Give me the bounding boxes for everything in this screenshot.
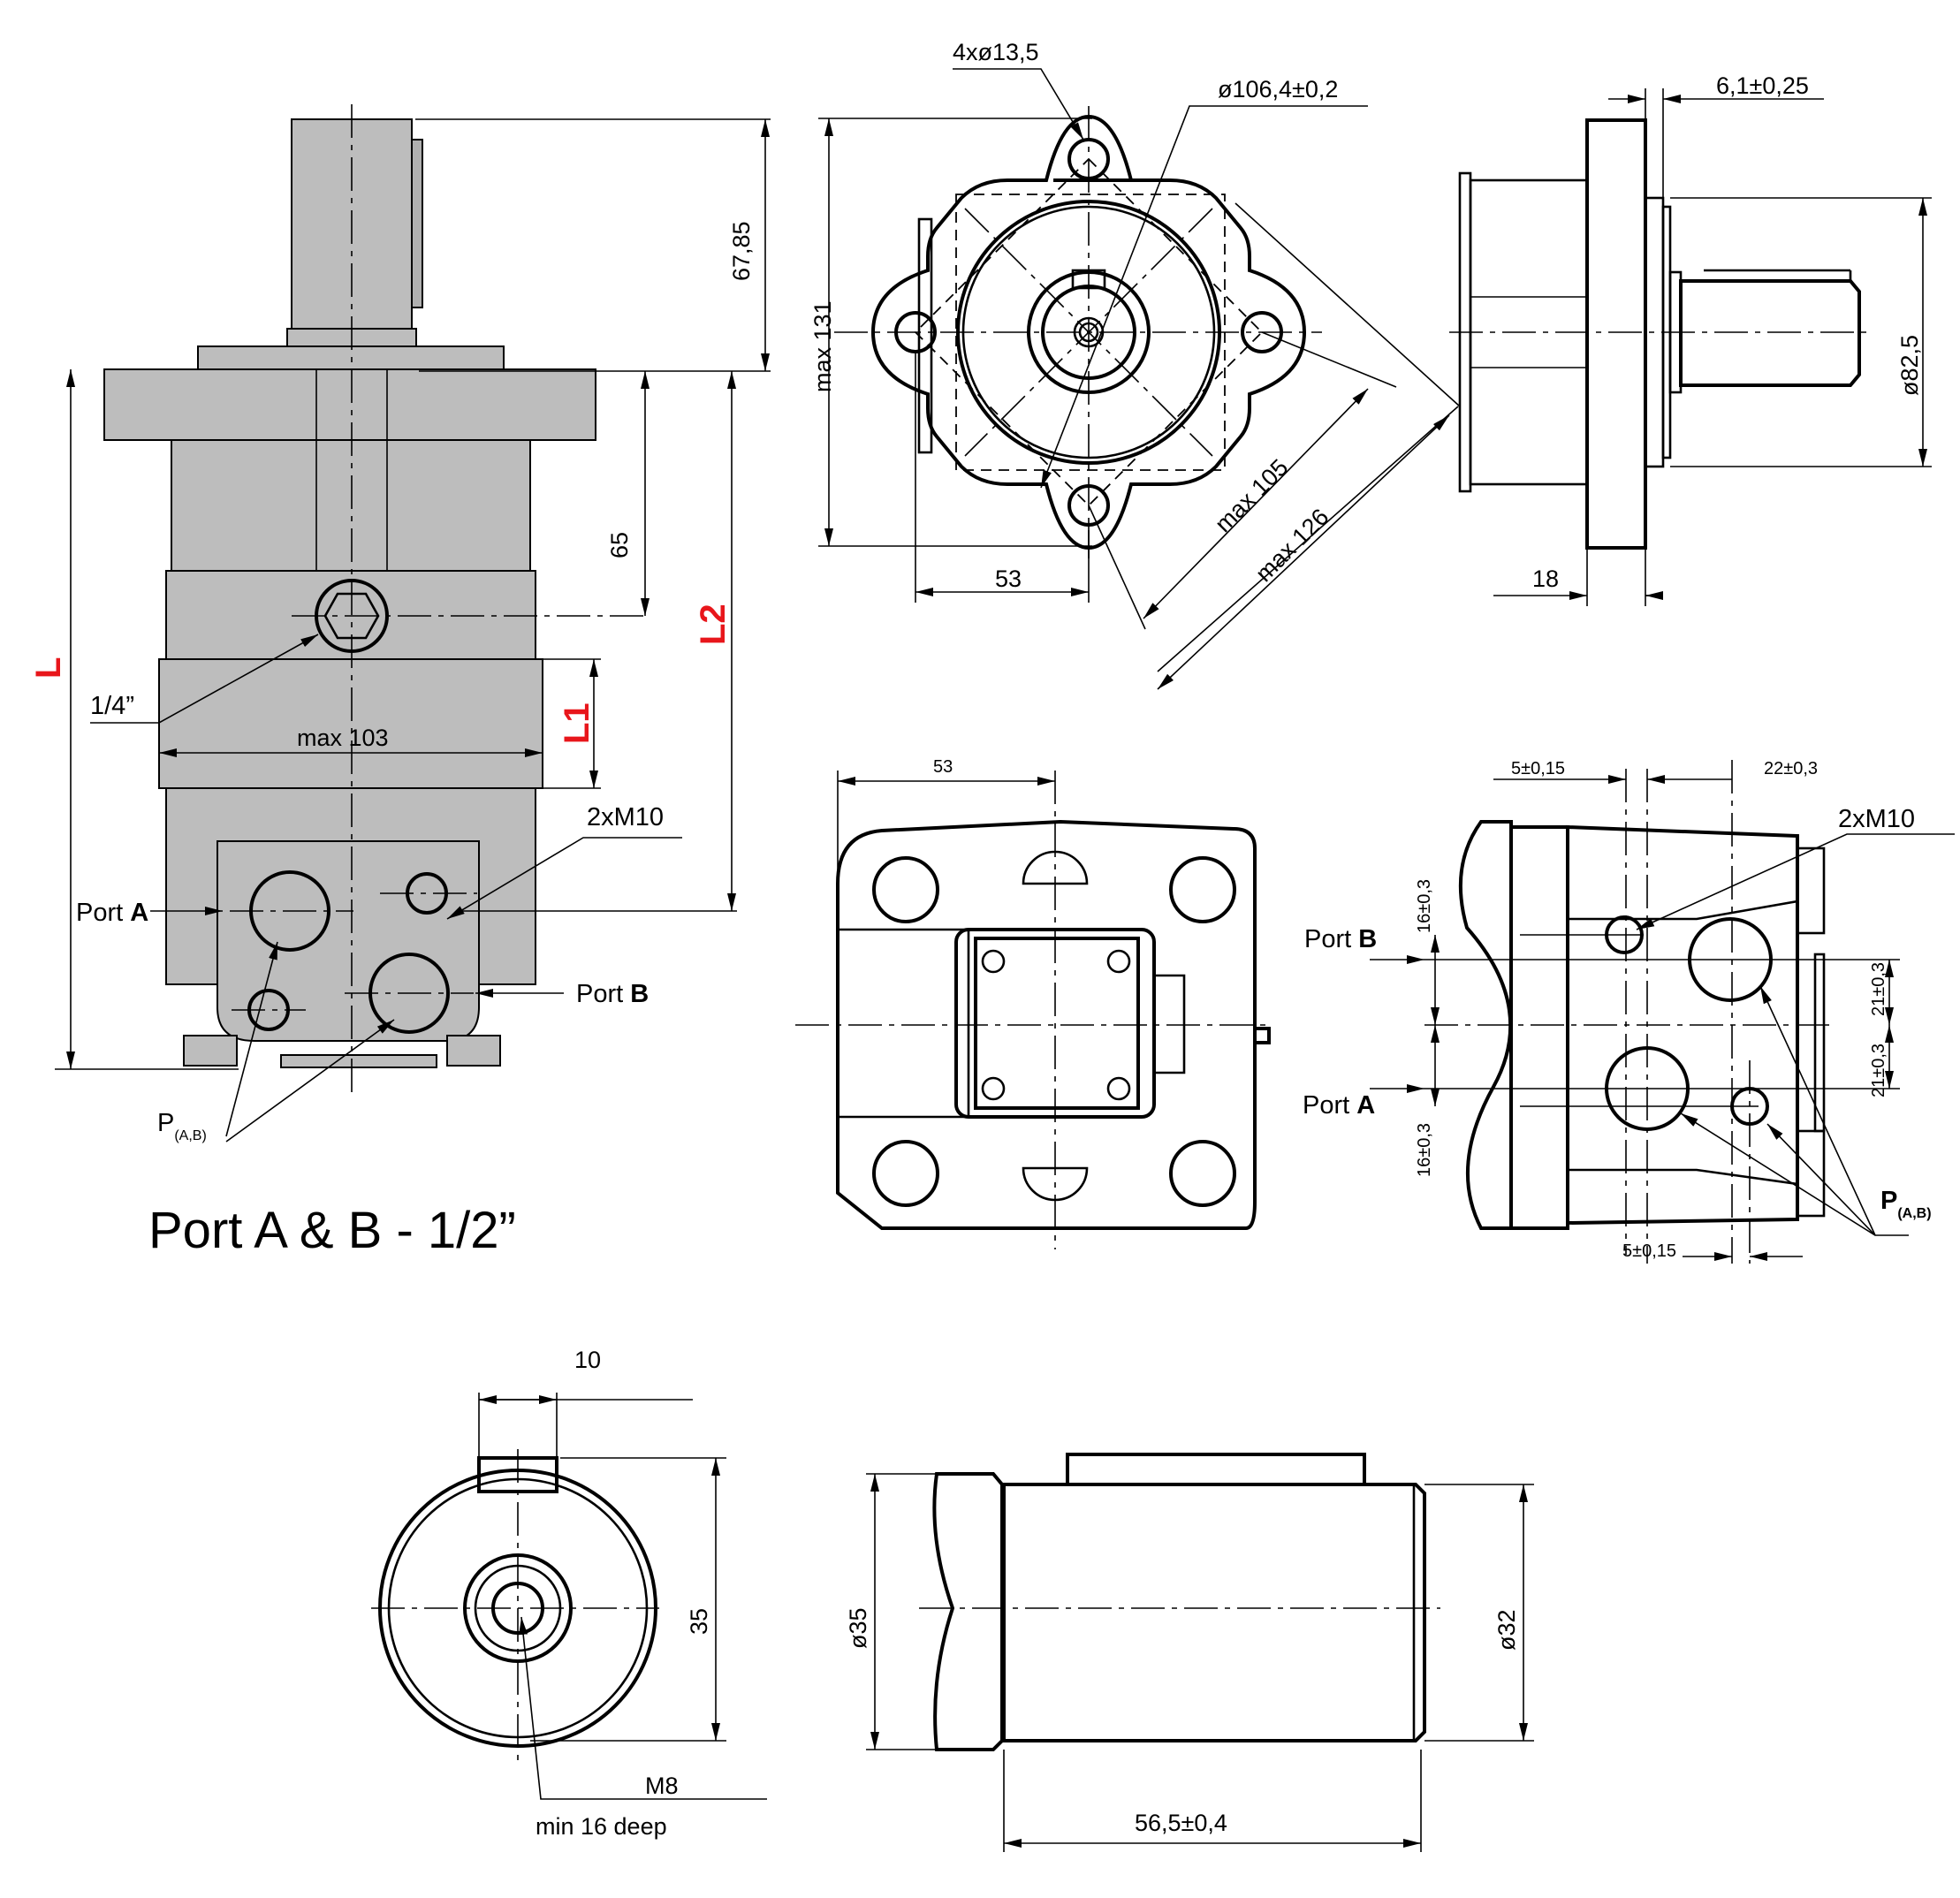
dim-56-5: 56,5±0,4: [1135, 1810, 1227, 1836]
label-p-port: P(A,B): [1880, 1187, 1932, 1221]
dim-53-mid: 53: [933, 757, 953, 777]
dim-67-85: 67,85: [728, 221, 755, 281]
flange-side-view: [1449, 88, 1932, 606]
bolt-icon: [1169, 1140, 1236, 1207]
label-2xm10-side: 2xM10: [587, 803, 664, 831]
dim-53-top: 53: [995, 566, 1022, 592]
dim-dia-32: ø32: [1493, 1609, 1520, 1651]
shaft-side-view: [866, 1453, 1534, 1852]
label-m8: M8: [645, 1773, 679, 1799]
shaft-end-view: [371, 1393, 767, 1800]
dim-dia-35: ø35: [845, 1607, 871, 1649]
side-view: [55, 104, 771, 1143]
stator-band: [158, 658, 543, 789]
nut-left: [183, 1035, 238, 1067]
dim-35: 35: [686, 1608, 712, 1635]
shaft-body: [1002, 1483, 1426, 1742]
dim-22-3: 22±0,3: [1764, 759, 1818, 778]
port-side-view: [1370, 760, 1955, 1264]
nut-right: [446, 1035, 501, 1067]
label-l: L: [29, 657, 68, 679]
label-port-b-side: Port B: [576, 980, 649, 1008]
port-side-body: [1566, 824, 1799, 1226]
port-block: [217, 840, 480, 1042]
label-l1: L1: [558, 702, 596, 744]
dim-max-103: max 103: [297, 725, 389, 751]
dim-16-3-bot: 16±0,3: [1415, 1123, 1434, 1177]
dim-65: 65: [606, 532, 633, 558]
dim-5-15-bot: 5±0,15: [1622, 1241, 1676, 1261]
dim-10: 10: [574, 1347, 601, 1373]
dim-16-3-top: 16±0,3: [1415, 879, 1434, 933]
mounting-flange: [103, 368, 596, 441]
dim-dia-82-5: ø82,5: [1896, 335, 1923, 396]
dim-max-131: max 131: [809, 300, 836, 392]
label-l2: L2: [694, 604, 733, 645]
dim-21-3-top: 21±0,3: [1869, 962, 1888, 1016]
bolt-icon: [872, 856, 939, 923]
label-port-a-view: Port A: [1303, 1091, 1375, 1120]
dim-18: 18: [1532, 566, 1559, 592]
dim-5-15-top: 5±0,15: [1511, 759, 1565, 778]
shaft-side: [1679, 279, 1861, 387]
dim-6-1: 6,1±0,25: [1716, 72, 1809, 99]
rear-view: [795, 771, 1272, 1249]
page-title: Port A & B - 1/2”: [148, 1202, 516, 1259]
rear-outline: [836, 819, 1271, 1230]
flange-plate: [1585, 118, 1647, 550]
label-p-side: P(A,B): [157, 1109, 207, 1143]
flange-outline: [870, 114, 1307, 550]
label-port-a-side: Port A: [76, 899, 148, 927]
label-quarter-inch: 1/4”: [90, 692, 134, 720]
flange-front-view: [818, 68, 1461, 690]
dim-holes: 4xø13,5: [953, 39, 1039, 65]
dim-21-3-bot: 21±0,3: [1869, 1044, 1888, 1097]
shaft-key: [1066, 1453, 1366, 1486]
bolt-icon: [872, 1140, 939, 1207]
bolt-icon: [1169, 856, 1236, 923]
dim-pcd: ø106,4±0,2: [1218, 76, 1338, 102]
label-min-deep: min 16 deep: [536, 1813, 667, 1840]
dim-max-126: max 126: [1250, 504, 1333, 587]
label-port-b-view: Port B: [1304, 925, 1377, 953]
dim-max-105: max 105: [1210, 454, 1293, 537]
label-2xm10-port: 2xM10: [1838, 805, 1915, 833]
